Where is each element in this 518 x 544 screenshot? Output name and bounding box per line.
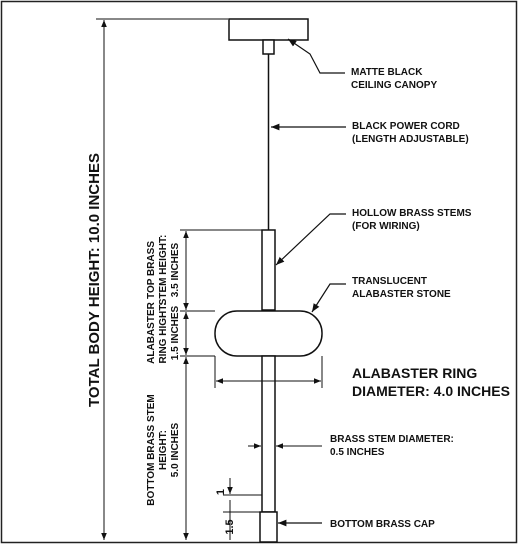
ceiling-canopy [228,18,309,41]
canopy-callout: MATTE BLACK CEILING CANOPY [287,38,437,91]
cap-dimensions: 1 1.5 [215,478,262,540]
hollow-stems-label-2: (FOR WIRING) [352,221,420,232]
alabaster-ring [214,310,323,357]
bottom-stem-label-1: BOTTOM BRASS STEM [146,394,157,505]
pendant-lamp [214,18,323,543]
top-stem-label-3: 3.5 INCHES [170,242,181,297]
small-dim-1-label: 1 [215,489,227,495]
top-brass-stem [261,229,276,311]
ring-height-label-3: 1.5 INCHES [170,305,181,360]
bottom-brass-stem [261,355,276,513]
power-cord-label-2: (LENGTH ADJUSTABLE) [352,134,469,145]
ring-diameter-label-2: DIAMETER: 4.0 INCHES [352,383,510,399]
top-stem-label-2: STEM HEIGHT: [158,235,169,306]
hollow-stems-label-1: HOLLOW BRASS STEMS [352,208,472,219]
ring-height-label-1: ALABASTER [146,301,157,363]
stem-diameter-label-1: BRASS STEM DIAMETER: [330,434,454,445]
total-height-label: TOTAL BODY HEIGHT: 10.0 INCHES [86,153,103,407]
alabaster-stone-label-2: ALABASTER STONE [352,289,451,300]
stem-diameter-callout: BRASS STEM DIAMETER: 0.5 INCHES [248,434,454,458]
ring-height-label-2: RING HIGHT: [158,302,169,363]
power-cord-callout: BLACK POWER CORD (LENGTH ADJUSTABLE) [271,121,469,145]
alabaster-stone-label-1: TRANSLUCENT [352,276,427,287]
canopy-connector [262,39,275,55]
stem-diameter-label-2: 0.5 INCHES [330,447,385,458]
bottom-stem-label-2: HEIGHT: [158,430,169,470]
bottom-stem-label-3: 5.0 INCHES [170,422,181,477]
power-cord-label-1: BLACK POWER CORD [352,121,460,132]
bottom-brass-cap [259,511,278,543]
canopy-label-1: MATTE BLACK [351,67,423,78]
ring-diameter-dimension: ALABASTER RING DIAMETER: 4.0 INCHES [214,356,510,399]
total-height-dimension: TOTAL BODY HEIGHT: 10.0 INCHES [86,18,228,540]
component-height-dimensions: TOP BRASS STEM HEIGHT: 3.5 INCHES ALABAS… [146,229,262,540]
top-stem-label-1: TOP BRASS [146,241,157,299]
hollow-stems-callout: HOLLOW BRASS STEMS (FOR WIRING) [275,208,472,266]
alabaster-stone-callout: TRANSLUCENT ALABASTER STONE [311,276,451,313]
bottom-cap-label: BOTTOM BRASS CAP [330,519,435,530]
ring-diameter-label-1: ALABASTER RING [352,365,477,381]
canopy-label-2: CEILING CANOPY [351,80,437,91]
small-dim-15-label: 1.5 [224,519,236,534]
bottom-cap-callout: BOTTOM BRASS CAP [278,519,435,530]
